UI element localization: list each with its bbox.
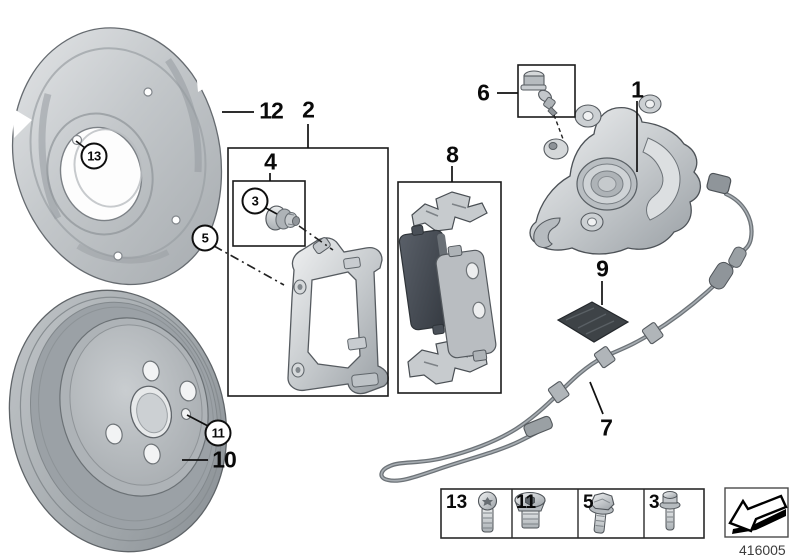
callout-8[interactable]: 8 [446, 141, 459, 168]
legend-item-11[interactable]: 11 [516, 492, 537, 513]
callout-9[interactable]: 9 [596, 255, 609, 282]
callout-12[interactable]: 12 [259, 97, 284, 124]
callout-5-circled[interactable]: 5 [191, 224, 219, 252]
callout-2[interactable]: 2 [302, 96, 315, 123]
callout-1[interactable]: 1 [631, 76, 644, 103]
hex-collar-screw-icon [659, 491, 681, 531]
group-box-4 [232, 180, 306, 247]
group-box-8 [397, 181, 502, 394]
callout-13-circled[interactable]: 13 [80, 142, 108, 170]
anti-squeal-foil-illustration [556, 301, 630, 343]
wear-sensor-wire-illustration [379, 172, 754, 483]
legend-item-13[interactable]: 13 [446, 492, 468, 513]
bleeder-valve-illustration [520, 70, 564, 140]
dust-shield-illustration [11, 27, 223, 286]
torx-round-head-screw-icon [477, 491, 498, 533]
callout-11-circled[interactable]: 11 [204, 419, 232, 447]
direction-arrow-icon [724, 487, 789, 538]
callout-6[interactable]: 6 [477, 79, 490, 106]
legend-table [440, 488, 705, 539]
brake-disc-illustration [8, 289, 228, 553]
callout-10[interactable]: 10 [212, 446, 237, 473]
group-box-6 [517, 64, 576, 118]
diagram-part-number: 416005 [739, 542, 786, 558]
brake-pads-illustration [398, 191, 497, 385]
assembly-axis-lines [213, 225, 334, 286]
callout-7[interactable]: 7 [600, 414, 613, 441]
legend-item-3[interactable]: 3 [649, 492, 660, 513]
hex-socket-plug-screw-icon [514, 491, 546, 529]
callout-3-circled[interactable]: 3 [241, 187, 269, 215]
callout-4[interactable]: 4 [264, 148, 277, 175]
guide-bushing-illustration [265, 205, 301, 231]
brake-caliper-illustration [529, 94, 701, 255]
legend-item-5[interactable]: 5 [583, 492, 594, 513]
carrier-bracket-illustration [287, 237, 389, 395]
hex-flange-bolt-icon [588, 492, 615, 534]
